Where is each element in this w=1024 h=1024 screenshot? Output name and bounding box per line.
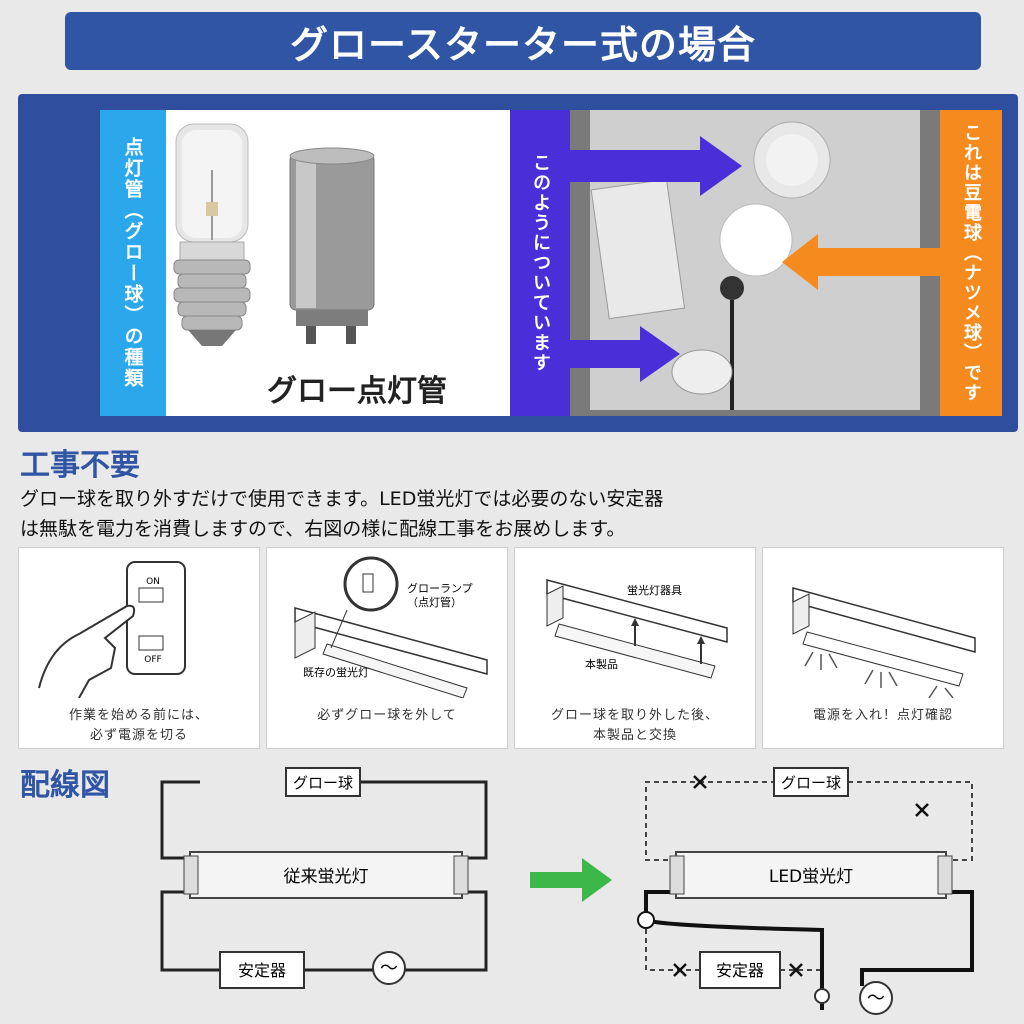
installed-label: このようについています xyxy=(510,110,570,416)
power-on-illustration xyxy=(792,587,976,699)
fixture-label: 蛍光灯器具 xyxy=(627,583,682,597)
installed-text: このようについています xyxy=(530,153,551,373)
night-bulb-label: これは豆電球（ナツメ球）です xyxy=(940,110,1002,416)
glow-starter-photo xyxy=(166,110,548,416)
left-ballast-label: 安定器 xyxy=(238,961,286,980)
wiring-diagram: グロー球 従来蛍光灯 安定器 ～ グロー球 LED蛍光灯 安定器 ～ xyxy=(160,767,974,1015)
left-ballast-box xyxy=(219,951,305,989)
step-3-caption-2: 本製品と交換 xyxy=(592,728,677,743)
conventional-tube-label: 従来蛍光灯 xyxy=(284,867,369,887)
right-glow-box xyxy=(773,767,849,797)
step-1-panel: ON OFF 作業を始める前には、 必ず電源を切る xyxy=(18,547,260,749)
title-banner: グロースターター式の場合 xyxy=(65,12,981,70)
glow-types-label: 点灯管（グロー球）の種類 xyxy=(100,110,166,416)
cut-mark-icons xyxy=(673,775,929,977)
left-glow-label: グロー球 xyxy=(293,774,353,792)
right-ballast-label: 安定器 xyxy=(716,961,764,980)
no-construction-heading: 工事不要 xyxy=(20,448,140,483)
left-ac-label: ～ xyxy=(380,958,398,979)
step-4-panel: 電源を入れ！点灯確認 xyxy=(762,547,1004,749)
description-line-1: グロー球を取り外すだけで使用できます。LED蛍光灯では必要のない安定器 xyxy=(20,488,664,510)
glow-caption: グロー点灯管 xyxy=(267,374,447,409)
step-1-caption-1: 作業を始める前には、 xyxy=(68,708,209,723)
step-3-panel: 蛍光灯器具 本製品 グロー球を取り外した後、 本製品と交換 xyxy=(514,547,756,749)
wiring-heading: 配線図 xyxy=(20,768,110,803)
glow-starter-illustration xyxy=(173,123,375,346)
description: グロー球を取り外すだけで使用できます。LED蛍光灯では必要のない安定器 は無駄を… xyxy=(20,484,1010,544)
page-title: グロースターター式の場合 xyxy=(289,22,757,67)
step-1-caption-2: 必ず電源を切る xyxy=(89,728,188,743)
right-ballast-box xyxy=(699,951,781,989)
led-tube xyxy=(675,851,947,899)
switch-off-label: OFF xyxy=(144,655,161,665)
green-arrow-icon xyxy=(530,858,612,902)
left-ac-source xyxy=(372,951,406,985)
junction-node xyxy=(637,911,655,929)
switch-on-label: ON xyxy=(146,577,160,587)
fixture-photo xyxy=(570,110,940,416)
step-2-caption: 必ずグロー球を外して xyxy=(317,708,457,723)
existing-tube-label: 既存の蛍光灯 xyxy=(303,665,369,679)
glow-types-text: 点灯管（グロー球）の種類 xyxy=(121,137,144,389)
terminal-node xyxy=(814,988,830,1004)
remove-glow-illustration: グローランプ （点灯管） 既存の蛍光灯 xyxy=(294,556,488,699)
right-ac-source xyxy=(859,981,893,1015)
glow-lamp-label: グローランプ xyxy=(407,581,473,595)
right-ac-label: ～ xyxy=(867,988,885,1009)
step-3-caption-1: グロー球を取り外した後、 xyxy=(550,708,719,723)
right-glow-label: グロー球 xyxy=(781,774,841,792)
switch-off-illustration: ON OFF xyxy=(38,561,186,699)
product-label: 本製品 xyxy=(585,657,618,671)
night-bulb-text: これは豆電球（ナツメ球）です xyxy=(961,123,982,403)
step-4-caption: 電源を入れ！点灯確認 xyxy=(812,708,953,723)
step-2-panel: グローランプ （点灯管） 既存の蛍光灯 必ずグロー球を外して xyxy=(266,547,508,749)
led-tube-label: LED蛍光灯 xyxy=(769,867,853,887)
removed-wiring xyxy=(645,781,973,971)
starter-label: （点灯管） xyxy=(407,595,462,609)
new-wiring xyxy=(644,890,974,1010)
fixture-photo-illustration xyxy=(570,110,940,416)
conventional-circuit xyxy=(160,780,488,972)
description-line-2: は無駄を電力を消費しますので、右図の様に配線工事をお展めします。 xyxy=(20,518,626,540)
replace-tube-illustration: 蛍光灯器具 本製品 xyxy=(546,579,728,679)
left-glow-box xyxy=(285,767,361,797)
